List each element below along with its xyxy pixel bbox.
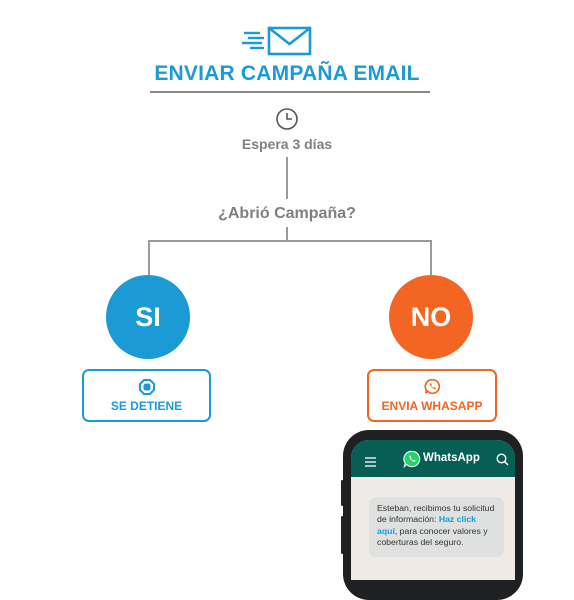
clock-icon (275, 107, 299, 131)
search-icon[interactable] (496, 453, 509, 466)
wait-label: Espera 3 días (241, 136, 333, 152)
whatsapp-header-bar (351, 440, 515, 477)
whatsapp-logo-icon (403, 450, 421, 469)
yes-circle: SI (106, 275, 190, 359)
message-text: Esteban, recibimos tu solicitud de infor… (377, 503, 495, 525)
connector-to-no (430, 240, 432, 275)
fast-email-icon (242, 26, 312, 56)
connector-horizontal (148, 240, 432, 242)
no-circle: NO (389, 275, 473, 359)
connector-to-yes (148, 240, 150, 275)
whatsapp-icon (423, 378, 440, 395)
whatsapp-action-box: ENVIA WHASAPP (367, 369, 497, 422)
whatsapp-app-name: WhatsApp (423, 452, 480, 464)
hamburger-menu-icon[interactable] (365, 454, 376, 467)
whatsapp-action-label: ENVIA WHASAPP (381, 399, 483, 413)
title-divider (150, 91, 430, 93)
phone-side-button (341, 516, 344, 554)
phone-side-button (341, 480, 344, 506)
connector-question-down (286, 227, 288, 241)
campaign-title: ENVIAR CAMPAÑA EMAIL (154, 62, 420, 85)
stop-action-label: SE DETIENE (110, 398, 183, 413)
connector-wait-to-question (286, 157, 288, 199)
stop-action-box: SE DETIENE (82, 369, 211, 422)
message-text-end: , para conocer valores y coberturas del … (377, 525, 488, 547)
stop-hexagon-icon (138, 378, 155, 395)
message-bubble: Esteban, recibimos tu solicitud de infor… (369, 497, 504, 557)
decision-question: ¿Abrió Campaña? (218, 205, 356, 222)
message-link[interactable]: Haz click aquí (377, 514, 476, 536)
